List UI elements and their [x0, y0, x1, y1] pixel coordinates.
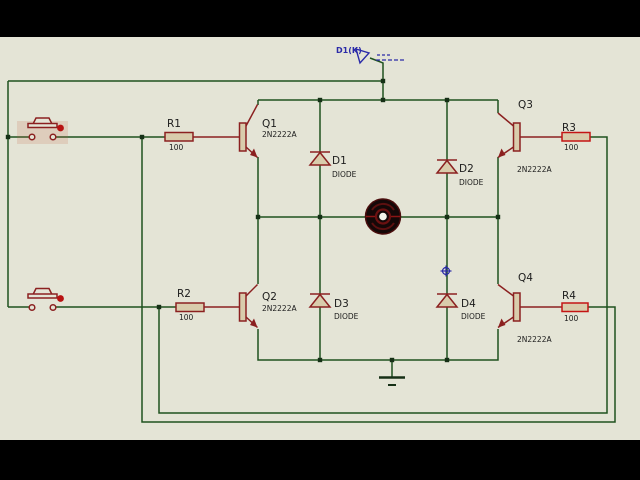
wire-segment[interactable] — [7, 57, 616, 423]
button-state-indicator — [57, 295, 64, 302]
diode-part: DIODE — [334, 312, 359, 321]
voltage-probe[interactable]: D1(K) — [336, 46, 404, 65]
probe-label: D1(K) — [336, 46, 362, 55]
diode-d1[interactable]: D1 DIODE — [308, 151, 357, 179]
diode-part: DIODE — [332, 170, 357, 179]
motor-shaft — [379, 212, 387, 221]
emitter-arrow-icon — [250, 148, 258, 158]
resistor-r1[interactable]: R1 100 — [164, 118, 194, 152]
transistor-part: 2N2222A — [517, 165, 552, 174]
resistor-ref: R4 — [562, 290, 576, 302]
resistor-r3[interactable]: R3 100 — [561, 122, 591, 152]
transistor-q2[interactable]: Q2 2N2222A — [238, 283, 298, 329]
emitter-arrow-icon — [250, 318, 258, 328]
resistor-ref: R3 — [562, 122, 576, 134]
transistor-ref: Q4 — [518, 272, 533, 284]
push-button-1[interactable] — [17, 117, 68, 144]
emitter-arrow-icon — [498, 148, 506, 158]
resistor-value: 100 — [564, 143, 579, 152]
junction-dots — [5, 78, 501, 363]
diode-d2[interactable]: D2 DIODE — [435, 159, 484, 187]
diode-ref: D2 — [459, 163, 474, 175]
transistor-q1[interactable]: Q1 2N2222A — [238, 104, 298, 159]
resistor-r2[interactable]: R2 100 — [175, 288, 205, 322]
dc-motor[interactable] — [364, 198, 402, 235]
resistor-value: 100 — [564, 314, 579, 323]
resistor-value: 100 — [169, 143, 184, 152]
diode-d3[interactable]: D3 DIODE — [308, 293, 359, 321]
resistor-ref: R2 — [177, 288, 191, 300]
origin-marker-icon — [440, 265, 452, 277]
transistor-ref: Q3 — [518, 99, 533, 111]
letterbox-bottom — [0, 440, 640, 480]
resistor-r4[interactable]: R4 100 — [561, 290, 589, 323]
diode-ref: D1 — [332, 155, 347, 167]
transistor-q4[interactable]: Q4 2N2222A — [497, 272, 552, 344]
component-pin-wires — [193, 136, 562, 308]
push-button-2[interactable] — [27, 287, 64, 312]
diode-d4[interactable]: D4 DIODE — [435, 293, 486, 321]
transistor-q3[interactable]: Q3 2N2222A — [497, 99, 552, 174]
diode-ref: D3 — [334, 298, 349, 310]
resistor-ref: R1 — [167, 118, 181, 130]
resistor-value: 100 — [179, 313, 194, 322]
transistor-part: 2N2222A — [262, 130, 297, 139]
transistor-part: 2N2222A — [262, 304, 297, 313]
diode-ref: D4 — [461, 298, 476, 310]
letterbox-top — [0, 0, 640, 37]
transistor-part: 2N2222A — [517, 335, 552, 344]
button-state-indicator — [57, 124, 64, 132]
transistor-ref: Q2 — [262, 291, 277, 303]
transistor-ref: Q1 — [262, 118, 277, 130]
diode-part: DIODE — [459, 178, 484, 187]
emitter-arrow-icon — [498, 318, 506, 328]
diode-part: DIODE — [461, 312, 486, 321]
ground-symbol[interactable] — [379, 376, 405, 386]
